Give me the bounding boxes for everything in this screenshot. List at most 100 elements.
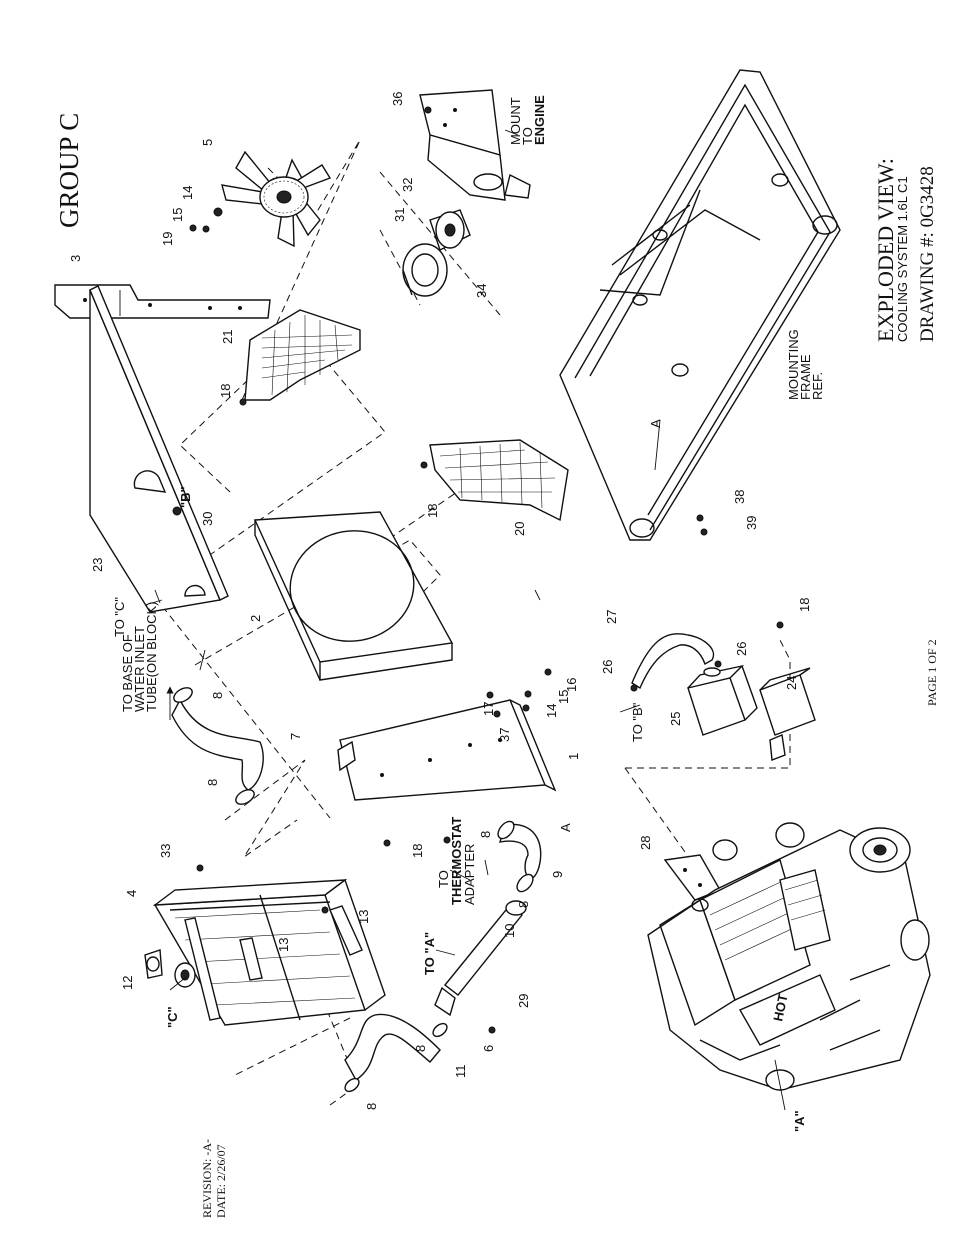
part-number-18a: 18 — [218, 384, 233, 398]
part-24-bracket[interactable] — [759, 667, 816, 761]
part-34-flywheel-ring[interactable] — [402, 243, 448, 297]
callout-ref-c: "C" — [165, 1006, 180, 1028]
part-11-lower-hose[interactable] — [344, 1013, 441, 1082]
part-number-8d: 8 — [516, 901, 531, 908]
callout-ref-a-engine: "A" — [792, 1110, 807, 1132]
part-number-18b: 18 — [425, 504, 440, 518]
part-number-18d: 18 — [797, 598, 812, 612]
part-number-24: 24 — [784, 676, 799, 690]
callout-text: TO BASE OF WATER INLET TUBE(ON BLOCK) TO… — [112, 95, 825, 1132]
callout-to-b: TO "B" — [630, 702, 645, 742]
callout-to-a: TO "A" — [422, 932, 437, 975]
callout-to-thermo-3: ADAPTER — [462, 844, 477, 905]
callout-to-c: TO "C" — [112, 597, 127, 637]
part-1-bracket[interactable] — [337, 699, 557, 801]
part-20-guard[interactable] — [429, 439, 569, 522]
part-number-14a: 14 — [180, 186, 195, 200]
part-29-tube[interactable] — [434, 900, 527, 1017]
part-number-4: 4 — [124, 890, 139, 897]
part-number-17: 17 — [481, 702, 496, 716]
leader-arrows — [144, 129, 786, 1111]
part-21-fan-guard[interactable] — [244, 309, 361, 401]
part-number-18c: 18 — [410, 844, 425, 858]
callout-mount-1: MOUNT — [508, 97, 523, 145]
title-system: COOLING SYSTEM 1.6L C1 — [895, 176, 910, 342]
part-number-8e: 8 — [413, 1045, 428, 1052]
part-number-26a: 26 — [600, 660, 615, 674]
part-4-radiator[interactable] — [152, 878, 386, 1026]
part-number-31: 31 — [392, 208, 407, 222]
callout-to-thermo-2: THERMOSTAT — [449, 817, 464, 905]
part-7-upper-hose[interactable] — [171, 698, 264, 791]
mounting-frame — [559, 69, 841, 541]
part-2-shroud[interactable] — [253, 511, 454, 681]
part-number-14b: 14 — [544, 704, 559, 718]
part-25-overflow-bottle[interactable] — [687, 664, 758, 736]
engine-reference: HOT — [647, 822, 931, 1091]
part-number-5: 5 — [200, 139, 215, 146]
part-32-engine-mount[interactable] — [419, 89, 531, 201]
part-number-23: 23 — [90, 558, 105, 572]
group-title: GROUP C — [54, 113, 84, 228]
callout-ref-b: "B" — [178, 486, 193, 508]
part-27-hose[interactable] — [631, 633, 715, 690]
part-number-25: 25 — [668, 712, 683, 726]
callout-to-base-1: TO BASE OF — [120, 634, 135, 712]
hose-clamps[interactable] — [171, 685, 536, 1094]
part-31-coupling[interactable] — [429, 209, 471, 251]
part-23-plate[interactable] — [89, 285, 229, 613]
part-number-34: 34 — [474, 284, 489, 298]
callout-to-base-3: TUBE(ON BLOCK) — [144, 601, 159, 712]
title-exploded-view: EXPLODED VIEW: — [873, 158, 898, 342]
part-5-fan[interactable] — [221, 150, 332, 248]
part-number-8a: 8 — [210, 692, 225, 699]
page-number: PAGE 1 OF 2 — [925, 639, 939, 706]
part-number-21: 21 — [220, 330, 235, 344]
callout-to-thermo-1: TO — [436, 870, 451, 888]
part-number-6: 6 — [481, 1045, 496, 1052]
callout-ref-a-bracket: A — [558, 823, 573, 832]
part-numbers: 1 2 3 4 5 6 7 8 8 8 8 8 8 9 10 11 12 13 … — [68, 92, 812, 1110]
part-3-bracket[interactable] — [54, 284, 271, 319]
engine-hot-label: HOT — [770, 993, 790, 1023]
part-number-3: 3 — [68, 255, 83, 262]
callout-ref-a-frame: A — [648, 419, 663, 428]
part-number-39: 39 — [744, 516, 759, 530]
part-number-12: 12 — [120, 976, 135, 990]
part-number-29: 29 — [516, 994, 531, 1008]
part-number-19: 19 — [160, 232, 175, 246]
part-number-9: 9 — [550, 871, 565, 878]
callout-mount-3: ENGINE — [532, 95, 547, 145]
part-number-38: 38 — [732, 490, 747, 504]
part-number-7: 7 — [288, 733, 303, 740]
part-number-10: 10 — [502, 924, 517, 938]
callout-frame-1: MOUNTING — [786, 329, 801, 400]
part-number-27: 27 — [604, 610, 619, 624]
part-12-cap[interactable] — [144, 949, 163, 979]
part-number-30: 30 — [200, 512, 215, 526]
part-number-13a: 13 — [276, 938, 291, 952]
part-number-37: 37 — [497, 728, 512, 742]
fasteners — [172, 106, 784, 1034]
callout-mount-2: TO — [520, 127, 535, 145]
part-number-20: 20 — [512, 522, 527, 536]
part-number-28: 28 — [638, 836, 653, 850]
title-drawing-number: DRAWING #: 0G3428 — [917, 166, 938, 342]
part-number-2: 2 — [248, 615, 263, 622]
part-number-16: 16 — [564, 678, 579, 692]
part-number-15b: 15 — [556, 690, 571, 704]
part-number-1: 1 — [566, 753, 581, 760]
part-number-11: 11 — [453, 1065, 468, 1079]
callout-frame-3: REF. — [810, 372, 825, 400]
callout-frame-2: FRAME — [798, 354, 813, 400]
part-number-33: 33 — [158, 844, 173, 858]
part-number-26b: 26 — [734, 642, 749, 656]
part-number-8b: 8 — [205, 779, 220, 786]
revision-label: REVISION: -A- — [200, 1139, 214, 1218]
callout-to-base-2: WATER INLET — [132, 626, 147, 712]
part-number-36: 36 — [390, 92, 405, 106]
part-number-8c: 8 — [478, 831, 493, 838]
date-label: DATE: 2/26/07 — [214, 1144, 228, 1218]
